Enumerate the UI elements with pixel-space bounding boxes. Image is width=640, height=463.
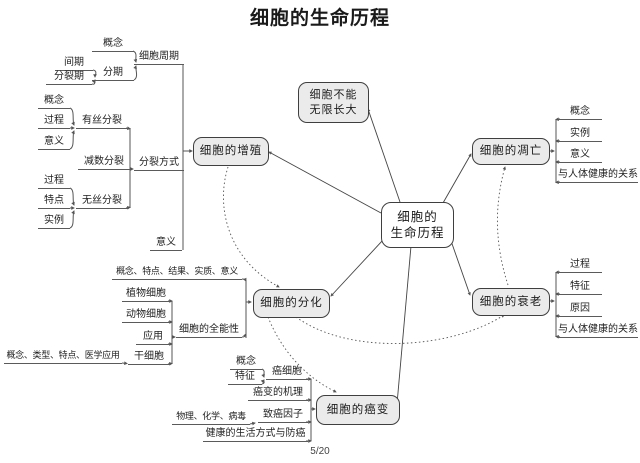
label-animal-cells: 动物细胞 [122, 309, 170, 323]
node-differentiation-label: 细胞的分化 [260, 297, 323, 310]
label-differentiation-attrs: 概念、特点、结果、实质、意义 [112, 265, 242, 280]
label-amitosis-examples: 实例 [38, 215, 70, 229]
node-no-growth-line2: 无限长大 [309, 103, 358, 116]
label-senescence-health-relation: 与人体健康的关系 [558, 324, 638, 338]
label-apoptosis-examples: 实例 [558, 128, 602, 142]
label-division-methods: 分裂方式 [134, 157, 184, 171]
node-senescence-label: 细胞的衰老 [479, 295, 543, 308]
label-apoptosis-concept: 概念 [558, 106, 602, 120]
label-healthy-lifestyle: 健康的生活方式与防癌 [203, 428, 308, 442]
node-cell-apoptosis: 细胞的凋亡 [472, 138, 550, 165]
label-cancer-cells: 癌细胞 [266, 366, 308, 380]
node-center-line1: 细胞的 [397, 209, 438, 224]
label-amitosis-features: 特点 [38, 195, 70, 209]
node-cell-canceration: 细胞的癌变 [316, 395, 400, 425]
label-stem-cells: 干细胞 [128, 351, 170, 365]
label-senescence-process: 过程 [558, 259, 602, 273]
label-application: 应用 [136, 331, 170, 345]
label-apoptosis-health-relation: 与人体健康的关系 [558, 169, 638, 183]
node-cell-proliferation: 细胞的增殖 [193, 137, 269, 166]
label-mitosis-process: 过程 [38, 115, 70, 129]
label-interphase: 间期 [55, 57, 93, 71]
label-senescence-causes: 原因 [558, 303, 602, 317]
label-cell-cycle: 细胞周期 [134, 51, 184, 65]
label-cycle-concept: 概念 [92, 38, 134, 52]
node-no-unlimited-growth: 细胞不能 无限长大 [298, 82, 369, 123]
label-senescence-features: 特征 [558, 281, 602, 295]
label-canceration-mechanism: 癌变的机理 [248, 387, 308, 401]
label-cancer-concept: 概念 [230, 356, 262, 370]
node-proliferation-label: 细胞的增殖 [199, 145, 263, 158]
label-meiosis: 减数分裂 [78, 156, 130, 170]
label-prolif-significance: 意义 [150, 237, 182, 251]
label-division-phase: 分裂期 [46, 71, 92, 85]
label-totipotency: 细胞的全能性 [176, 324, 242, 338]
label-mitosis-concept: 概念 [38, 95, 70, 109]
label-cancer-features: 特征 [228, 371, 262, 385]
page-title: 细胞的生命历程 [249, 8, 390, 29]
node-center-line2: 生命历程 [390, 226, 445, 240]
node-cell-differentiation: 细胞的分化 [253, 289, 330, 318]
node-canceration-label: 细胞的癌变 [326, 403, 390, 416]
label-apoptosis-significance: 意义 [558, 149, 602, 163]
label-plant-cells: 植物细胞 [122, 288, 170, 302]
node-apoptosis-label: 细胞的凋亡 [479, 145, 543, 158]
label-carcinogen-types: 物理、化学、病毒 [172, 410, 250, 425]
label-mitosis-significance: 意义 [38, 136, 70, 150]
page-number: 5/20 [310, 446, 330, 457]
label-carcinogens: 致癌因子 [258, 409, 308, 423]
node-no-growth-line1: 细胞不能 [309, 89, 358, 102]
label-mitosis: 有丝分裂 [76, 115, 128, 129]
node-cell-senescence: 细胞的衰老 [472, 288, 550, 316]
node-cell-life-course: 细胞的 生命历程 [381, 202, 454, 248]
label-amitosis: 无丝分裂 [76, 195, 128, 209]
label-stem-cell-attrs: 概念、类型、特点、医学应用 [4, 349, 122, 364]
label-phases: 分期 [92, 67, 134, 81]
label-amitosis-process: 过程 [38, 175, 70, 189]
